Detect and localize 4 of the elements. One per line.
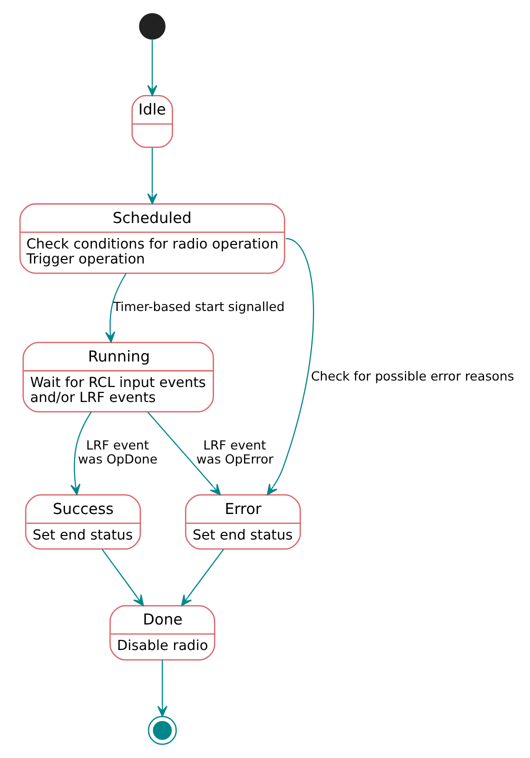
edge-label: Check for possible error reasons	[310, 368, 514, 384]
edge-label: Timer-based start signalled	[113, 298, 285, 314]
edge-label: LRF event was OpDone	[78, 438, 158, 466]
edge-label: LRF event was OpError	[196, 438, 274, 466]
